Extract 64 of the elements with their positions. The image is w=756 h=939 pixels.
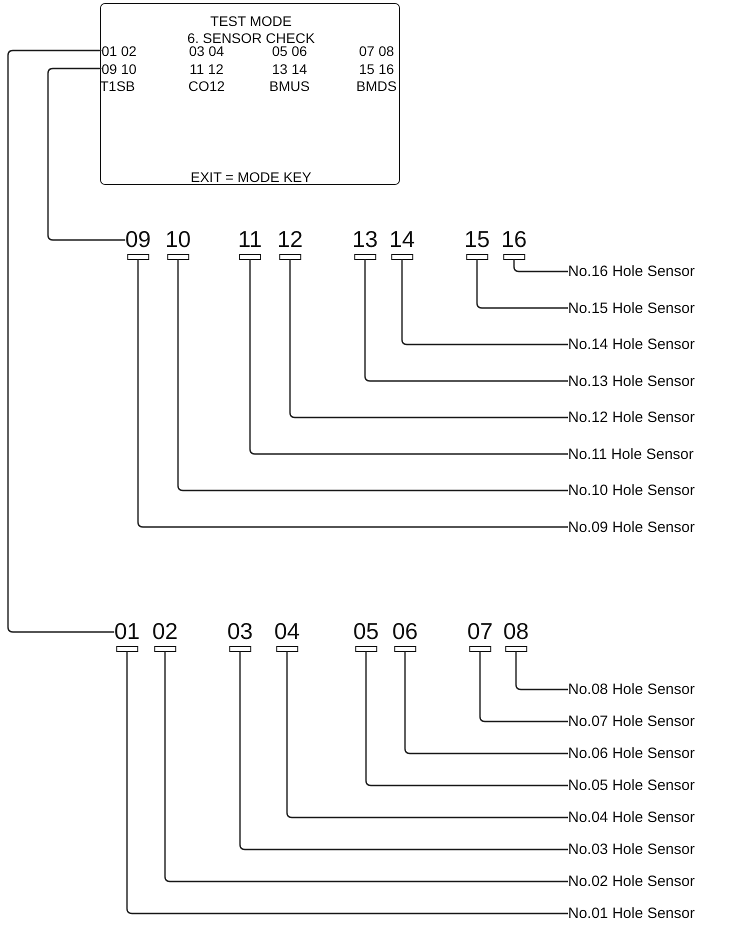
callout-number: 16 xyxy=(501,228,527,251)
leader-line xyxy=(286,652,568,818)
screen-text: BMDS xyxy=(356,78,397,92)
sensor-label: No.16 Hole Sensor xyxy=(568,264,695,279)
callout-number: 13 xyxy=(352,228,378,251)
sensor-label: No.11 Hole Sensor xyxy=(568,446,694,462)
leader-line xyxy=(479,652,568,722)
callout-number: 11 xyxy=(238,228,262,251)
screen-text: TEST MODE xyxy=(210,14,292,28)
screen-text: 13 14 xyxy=(272,62,308,76)
screen-text: 11 12 xyxy=(190,62,224,76)
sensor-label: No.04 Hole Sensor xyxy=(568,810,695,825)
sensor-label: No.14 Hole Sensor xyxy=(568,337,695,352)
leader-line xyxy=(126,652,568,914)
sensor-label: No.07 Hole Sensor xyxy=(568,714,695,729)
leader-line xyxy=(404,652,568,754)
callout-number: 04 xyxy=(274,620,300,643)
sensor-label: No.09 Hole Sensor xyxy=(568,520,695,534)
leader-line xyxy=(7,50,114,633)
callout-number: 14 xyxy=(389,228,415,251)
display-screen xyxy=(100,3,400,185)
screen-text: 09 10 xyxy=(102,62,137,76)
leader-line xyxy=(137,260,568,528)
callout-number: 12 xyxy=(277,228,303,251)
leader-line xyxy=(289,260,568,418)
sensor-label: No.13 Hole Sensor xyxy=(568,374,695,388)
screen-text: CO12 xyxy=(188,78,225,92)
sensor-label: No.05 Hole Sensor xyxy=(568,778,695,793)
callout-number: 10 xyxy=(165,228,191,251)
callout-number: 15 xyxy=(464,228,490,251)
sensor-label: No.10 Hole Sensor xyxy=(568,483,695,498)
screen-text: 05 06 xyxy=(272,44,308,58)
screen-text: BMUS xyxy=(269,78,310,92)
screen-text: 15 16 xyxy=(358,62,394,76)
leader-line xyxy=(164,652,568,882)
leader-line xyxy=(249,260,568,455)
callout-number: 01 xyxy=(114,620,140,643)
callout-number: 02 xyxy=(152,620,178,643)
leader-line xyxy=(365,652,568,786)
callout-number: 09 xyxy=(125,228,151,251)
callout-number: 06 xyxy=(392,620,418,643)
screen-text: 6. SENSOR CHECK xyxy=(187,31,315,45)
sensor-label: No.08 Hole Sensor xyxy=(568,682,695,697)
sensor-label: No.02 Hole Sensor xyxy=(568,874,695,889)
leader-line xyxy=(364,260,568,382)
screen-text: 03 04 xyxy=(188,44,224,58)
callout-number: 03 xyxy=(227,620,253,643)
leader-line xyxy=(239,652,568,850)
sensor-label: No.12 Hole Sensor xyxy=(568,410,695,425)
sensor-label: No.01 Hole Sensor xyxy=(568,906,695,921)
callout-number: 08 xyxy=(503,620,529,643)
leader-line xyxy=(177,260,568,492)
leader-line xyxy=(401,260,568,346)
screen-text: 07 08 xyxy=(358,44,394,58)
sensor-label: No.06 Hole Sensor xyxy=(568,746,695,761)
leader-line xyxy=(476,260,568,309)
leader-line xyxy=(515,652,568,690)
screen-text: EXIT = MODE KEY xyxy=(190,170,312,184)
screen-text: 01 02 xyxy=(102,44,137,58)
callout-number: 07 xyxy=(467,620,493,643)
sensor-label: No.15 Hole Sensor xyxy=(568,300,695,316)
leader-line xyxy=(47,68,126,241)
callout-number: 05 xyxy=(353,620,379,643)
sensor-label: No.03 Hole Sensor xyxy=(568,842,695,857)
